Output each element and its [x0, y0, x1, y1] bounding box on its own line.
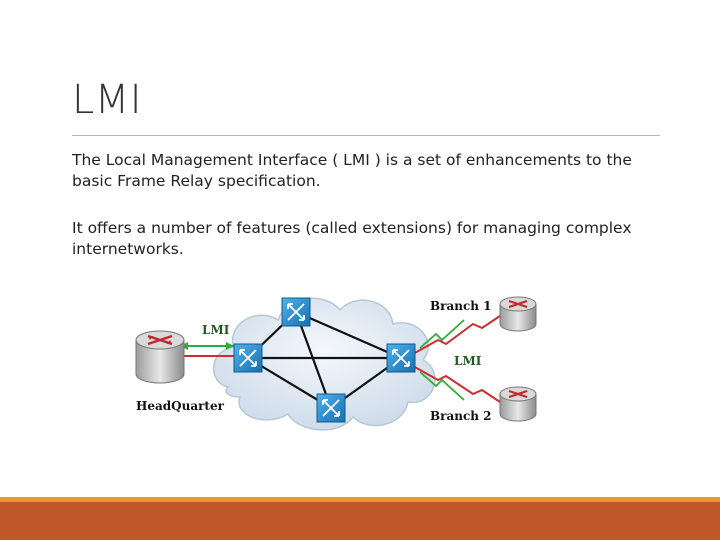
paragraph-lmi-definition: The Local Management Interface ( LMI ) i…	[72, 151, 632, 190]
headquarter-router-icon	[135, 330, 185, 384]
branch1-router-icon	[499, 296, 537, 332]
switch-top	[281, 297, 311, 327]
frame-relay-cloud	[212, 297, 436, 431]
headquarter-label: HeadQuarter	[136, 399, 225, 413]
switch-bottom	[316, 393, 346, 423]
branch2-router-icon	[499, 386, 537, 422]
branch1-label: Branch 1	[430, 299, 492, 313]
lmi-label-right: LMI	[454, 354, 482, 368]
frame-relay-diagram: LMI LMI HeadQuarter Branch 1 Branch 2	[135, 296, 537, 431]
paragraph-lmi-features: It offers a number of features (called e…	[72, 219, 632, 258]
lmi-label-left: LMI	[202, 323, 230, 337]
slide-title: LMI	[72, 77, 143, 123]
switch-left	[233, 343, 263, 373]
footer-bar	[0, 502, 720, 540]
branch-links	[412, 315, 501, 403]
footer-accent-stripe	[0, 497, 720, 502]
branch2-label: Branch 2	[430, 409, 492, 423]
switch-right	[386, 343, 416, 373]
title-divider	[72, 135, 660, 136]
